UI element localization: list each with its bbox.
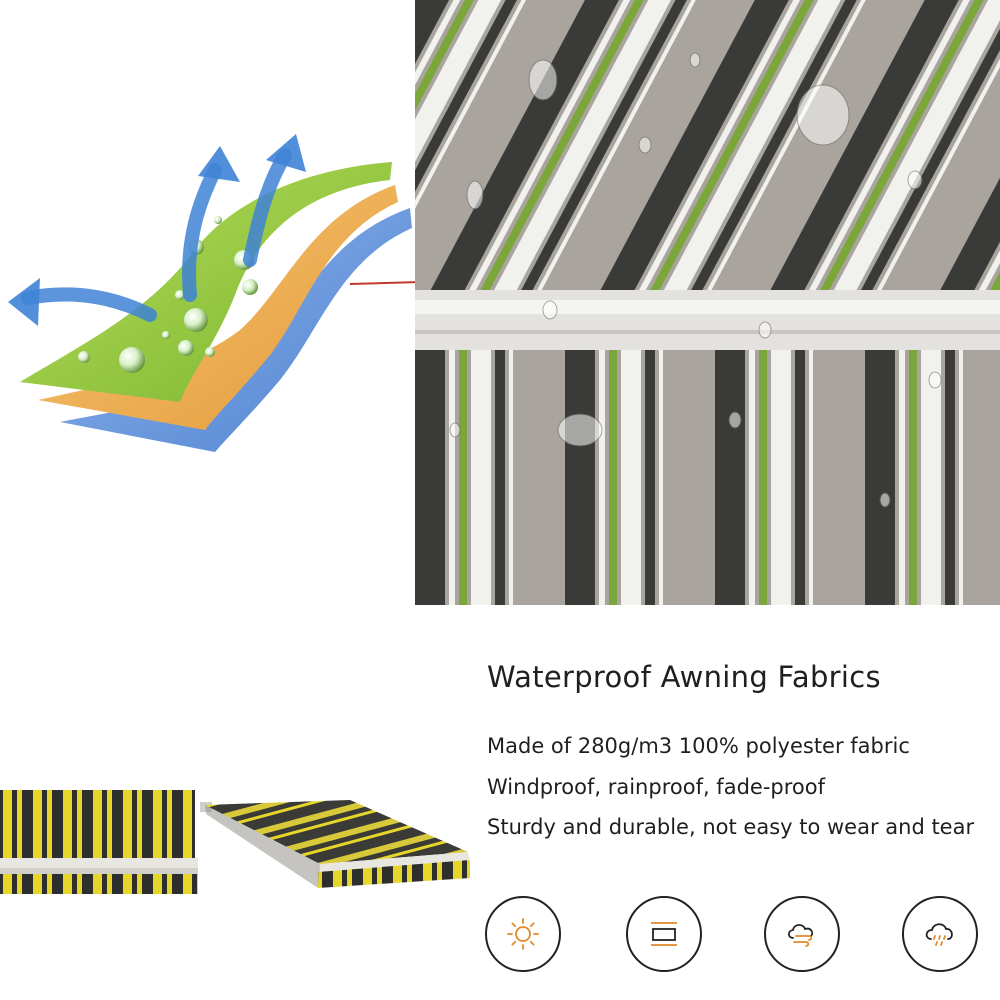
feature-weatherproof: Windproof, rainproof, fade-proof bbox=[487, 775, 825, 799]
pointer-line bbox=[349, 281, 420, 285]
fabric-roll-icon bbox=[651, 922, 677, 946]
feature-material: Made of 280g/m3 100% polyester fabric bbox=[487, 734, 910, 758]
sun-badge bbox=[485, 896, 561, 972]
awning-front-view bbox=[0, 790, 198, 894]
feature-durability: Sturdy and durable, not easy to wear and… bbox=[487, 815, 975, 839]
rain-badge bbox=[902, 896, 978, 972]
arrow-left-icon bbox=[8, 278, 40, 326]
arrow-up-right-icon bbox=[266, 134, 306, 172]
product-heading: Waterproof Awning Fabrics bbox=[487, 660, 881, 694]
awning-side-view bbox=[200, 800, 470, 888]
arrow-up-icon bbox=[198, 146, 240, 182]
wind-icon bbox=[787, 924, 814, 947]
rain-cloud-icon bbox=[925, 923, 953, 946]
fabric-layers-illustration bbox=[8, 134, 420, 452]
wind-badge bbox=[764, 896, 840, 972]
blue-layer bbox=[60, 208, 412, 452]
green-layer bbox=[20, 162, 392, 402]
fabric-closeup-photo bbox=[415, 0, 1000, 605]
sun-icon bbox=[507, 918, 539, 950]
awning-product-photos bbox=[0, 790, 470, 894]
orange-layer bbox=[38, 185, 398, 430]
fabric-badge bbox=[626, 896, 702, 972]
